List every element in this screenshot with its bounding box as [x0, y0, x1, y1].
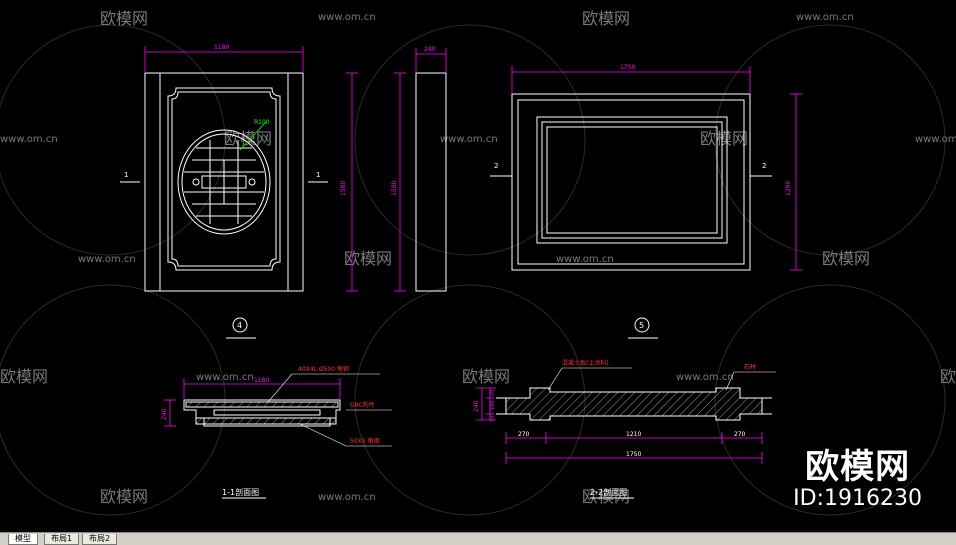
section-2-2[interactable]	[496, 387, 772, 421]
section-2-height-total: 240	[473, 400, 480, 412]
watermark-brand: 欧模网	[344, 249, 392, 268]
badge-id: ID:1916230	[793, 486, 922, 511]
watermark-site: www.om.cn	[196, 372, 254, 383]
view-5-frame[interactable]	[490, 93, 772, 271]
watermark-arcs	[0, 24, 946, 516]
view-4-elevation[interactable]	[120, 72, 328, 292]
layout-tab-bar: 模型 布局1 布局2	[0, 532, 956, 545]
section-2-leaders	[547, 367, 776, 391]
section-mark-2-right: 2	[762, 162, 766, 170]
watermark-brand: 欧模网	[0, 367, 48, 386]
watermark-site: www.om.cn	[796, 12, 854, 23]
tab-model[interactable]: 模型	[8, 534, 38, 545]
section-1-note-mid: GRC构件	[350, 401, 375, 409]
drawing-sheet[interactable]: 欧模网 www.om.cn 欧模网 www.om.cn www.om.cn 欧模…	[0, 0, 956, 532]
id-badge: 欧模网 ID:1916230	[793, 448, 922, 512]
view-4-height: 1580	[340, 181, 347, 196]
shou-symbol	[177, 129, 271, 235]
watermark-brand: 欧模网	[822, 249, 870, 268]
view-5-width: 1750	[620, 64, 635, 71]
section-1-dimensions	[164, 378, 341, 427]
watermark-site: www.om.cn	[556, 254, 614, 265]
view-4-leader	[239, 121, 267, 151]
watermark-brand: 欧模网	[100, 9, 148, 28]
side-view[interactable]	[415, 72, 447, 292]
watermark-site: www.om.cn	[78, 254, 136, 265]
watermark-brand: 欧模网	[224, 129, 272, 148]
watermark-brand: 欧模网	[582, 9, 630, 28]
section-2-dimensions	[476, 387, 763, 464]
section-mark-left: 1	[124, 171, 128, 179]
section-2-height-part: 70	[490, 416, 496, 422]
view-5-dimensions	[511, 66, 802, 271]
section-1-note-top: 40X4L Ø500 角钢	[298, 365, 349, 373]
watermark-brand: 欧模网	[582, 487, 630, 506]
tab-layout-1[interactable]: 布局1	[44, 534, 80, 545]
section-mark-2-left: 2	[494, 162, 498, 170]
view-5-height: 1290	[785, 181, 792, 196]
section-1-width: 1180	[254, 377, 269, 384]
view-4-width: 1180	[214, 44, 229, 51]
callout-5-label: 5	[639, 321, 644, 330]
tab-layout-2[interactable]: 布局2	[82, 534, 118, 545]
section-2-title: 2-2剖面图	[590, 487, 627, 497]
callout-4	[226, 317, 256, 339]
section-2-height-part: 70	[490, 390, 496, 396]
watermark-brand: 欧模网	[940, 367, 956, 386]
section-2-height-part: 100	[490, 400, 496, 410]
section-1-leaders	[267, 373, 392, 447]
watermark-brand: 欧模网	[700, 129, 748, 148]
badge-brand: 欧模网	[805, 447, 911, 487]
section-2-dim: 270	[518, 431, 530, 438]
watermark-brand: 欧模网	[100, 487, 148, 506]
section-1-title: 1-1剖面图	[222, 487, 259, 497]
watermark-site: www.om.cn	[440, 134, 498, 145]
cad-canvas[interactable]: 欧模网 www.om.cn 欧模网 www.om.cn www.om.cn 欧模…	[0, 0, 956, 532]
section-1-height: 240	[161, 408, 168, 420]
section-2-note-left: 混凝土板(上涂料)	[562, 359, 609, 367]
watermark-brand: 欧模网	[462, 367, 510, 386]
section-2-dim: 1210	[626, 431, 641, 438]
section-2-note-right: 石材	[744, 363, 756, 371]
watermark-site: www.om.cn	[0, 134, 58, 145]
side-dimensions	[394, 48, 447, 292]
radius-note: R100	[254, 119, 270, 126]
side-width: 240	[424, 46, 436, 53]
side-height: 1580	[391, 181, 398, 196]
watermark-site: www.om.cn	[318, 492, 376, 503]
callout-4-label: 4	[237, 321, 242, 330]
watermark-site: www.om.cn	[915, 134, 956, 145]
section-1-note-bottom: 50X5 角钢	[350, 437, 379, 445]
watermark-site: www.om.cn	[318, 12, 376, 23]
watermark-site: www.om.cn	[676, 372, 734, 383]
section-mark-right: 1	[316, 171, 320, 179]
callout-5	[628, 317, 658, 339]
section-1-1[interactable]	[183, 399, 341, 427]
section-2-dim: 270	[734, 431, 746, 438]
view-4-dimensions	[144, 46, 358, 292]
section-2-total: 1750	[626, 451, 641, 458]
watermarks: 欧模网 www.om.cn 欧模网 www.om.cn www.om.cn 欧模…	[0, 9, 956, 506]
